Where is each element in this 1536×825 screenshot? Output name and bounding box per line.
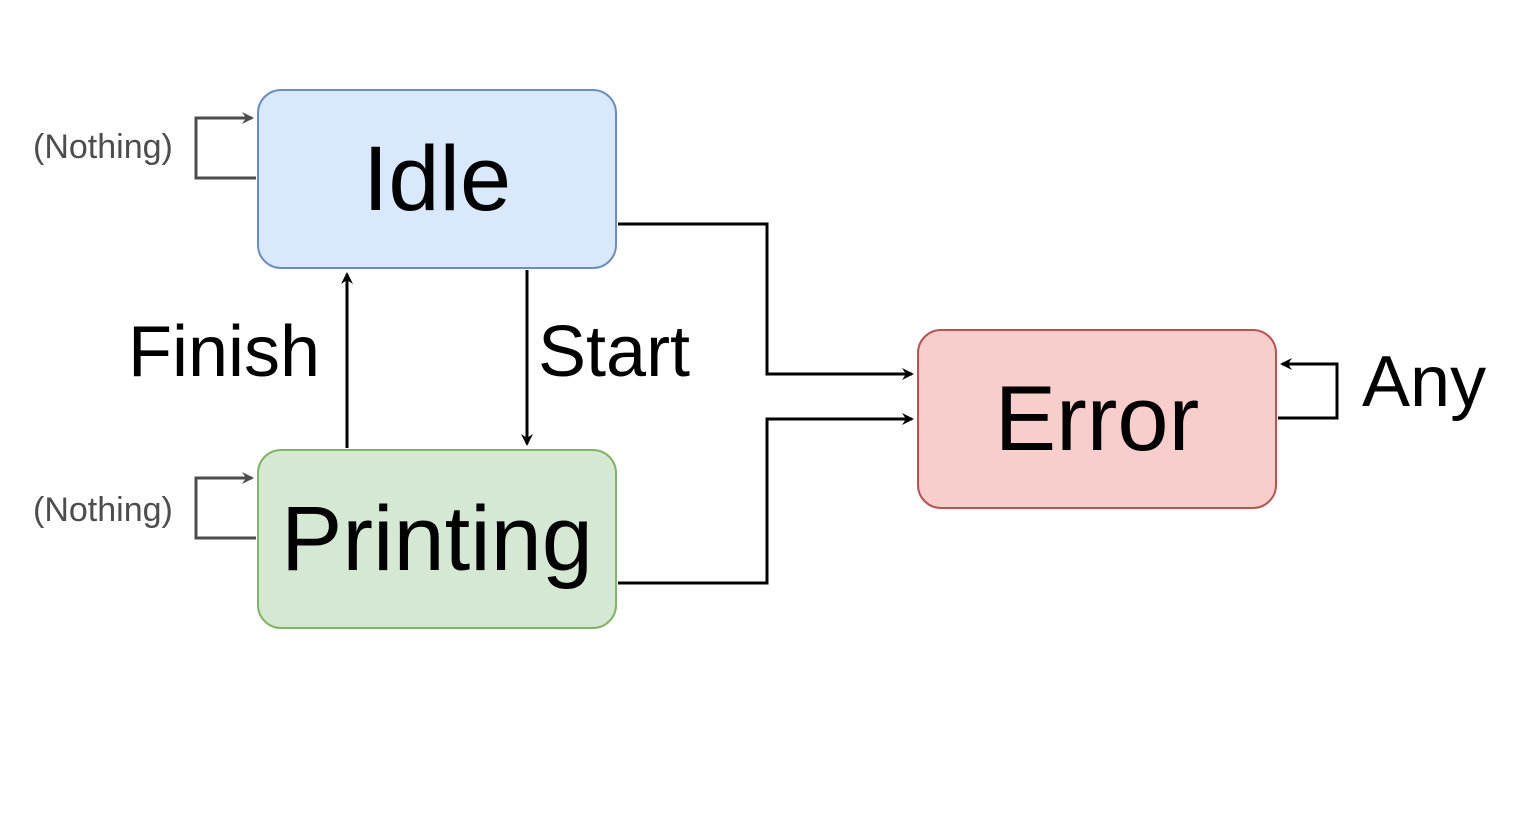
transition-label-printing-nothing: (Nothing) xyxy=(33,491,173,529)
state-error-label: Error xyxy=(994,368,1200,470)
transition-label-any: Any xyxy=(1362,342,1487,422)
transition-label-idle-nothing: (Nothing) xyxy=(33,128,173,166)
state-printing-label: Printing xyxy=(281,488,593,590)
transition-label-finish: Finish xyxy=(128,312,321,392)
state-idle: Idle xyxy=(257,89,617,269)
state-printing: Printing xyxy=(257,449,617,629)
transition-label-start: Start xyxy=(538,312,691,392)
edge-printing-self-loop xyxy=(194,472,256,540)
edge-idle-self-loop xyxy=(194,112,256,180)
state-idle-label: Idle xyxy=(362,128,512,230)
edge-idle-to-error xyxy=(618,222,914,380)
edge-error-self-loop xyxy=(1278,358,1339,420)
state-error: Error xyxy=(917,329,1277,509)
edge-printing-to-error xyxy=(618,413,914,585)
